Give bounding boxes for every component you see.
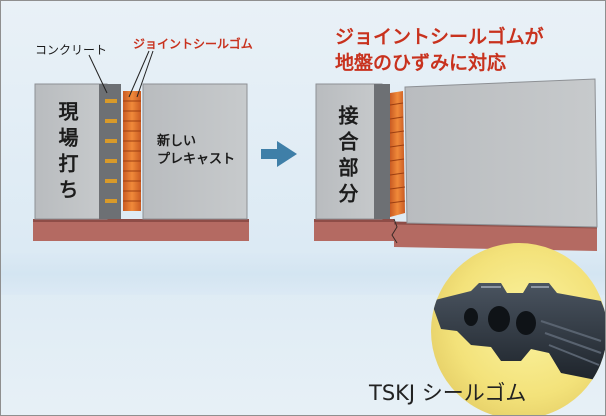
tilted-precast-block <box>404 78 598 228</box>
precast-block <box>142 83 248 220</box>
left-diagram <box>33 50 249 241</box>
joint-block <box>315 83 383 220</box>
gasket-label: ジョイントシールゴム <box>133 37 253 51</box>
transition-arrow <box>261 141 297 167</box>
gasket-ribs <box>123 100 141 202</box>
gasket-leader-2 <box>136 50 154 98</box>
cast-in-place-text: 現場打ち <box>55 101 79 205</box>
concrete-leader <box>88 54 108 94</box>
precast-text-line2: プレキャスト <box>157 152 236 167</box>
rubber-hole-3 <box>464 308 478 326</box>
existing-face <box>99 84 121 219</box>
rubber-grooves <box>540 320 602 366</box>
precast-text-line1: 新しい <box>157 134 197 149</box>
gasket-leader-1 <box>128 50 150 98</box>
ground-right-b <box>394 223 597 251</box>
rubber-hole-1 <box>488 306 510 332</box>
gasket-photo <box>431 243 605 415</box>
joint-face <box>374 84 390 219</box>
right-diagram <box>314 78 598 251</box>
anchor-studs <box>105 99 117 203</box>
seal-gasket-right <box>390 91 405 217</box>
concrete-label: コンクリート <box>35 43 108 57</box>
cast-in-place-block <box>34 83 108 220</box>
ground-crack <box>391 218 398 244</box>
ground-left <box>33 219 249 241</box>
joint-part-text: 接合部分 <box>335 105 359 209</box>
headline-line1: ジョイントシールゴムが <box>335 26 544 48</box>
gasket-ribs-right <box>389 102 406 204</box>
ground-right-a <box>314 219 394 241</box>
photo-caption: TSKJ シールゴム <box>369 381 527 405</box>
headline-line2: 地盤のひずみに対応 <box>335 52 507 74</box>
rubber-hole-2 <box>516 311 536 335</box>
